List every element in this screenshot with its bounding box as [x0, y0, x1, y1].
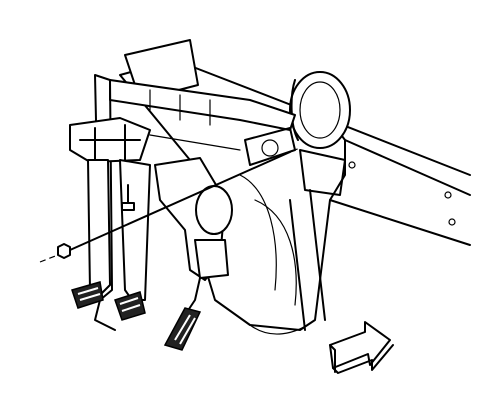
brake-booster: [289, 71, 351, 149]
brake-pedal: [114, 159, 151, 321]
clutch-pedal: [71, 159, 111, 309]
direction-arrow: [329, 321, 394, 374]
pivot-bolt: [121, 184, 135, 211]
accelerator-pedal: [154, 157, 233, 351]
pedal-bracket: [69, 39, 296, 331]
pivot-nut: [57, 243, 71, 259]
